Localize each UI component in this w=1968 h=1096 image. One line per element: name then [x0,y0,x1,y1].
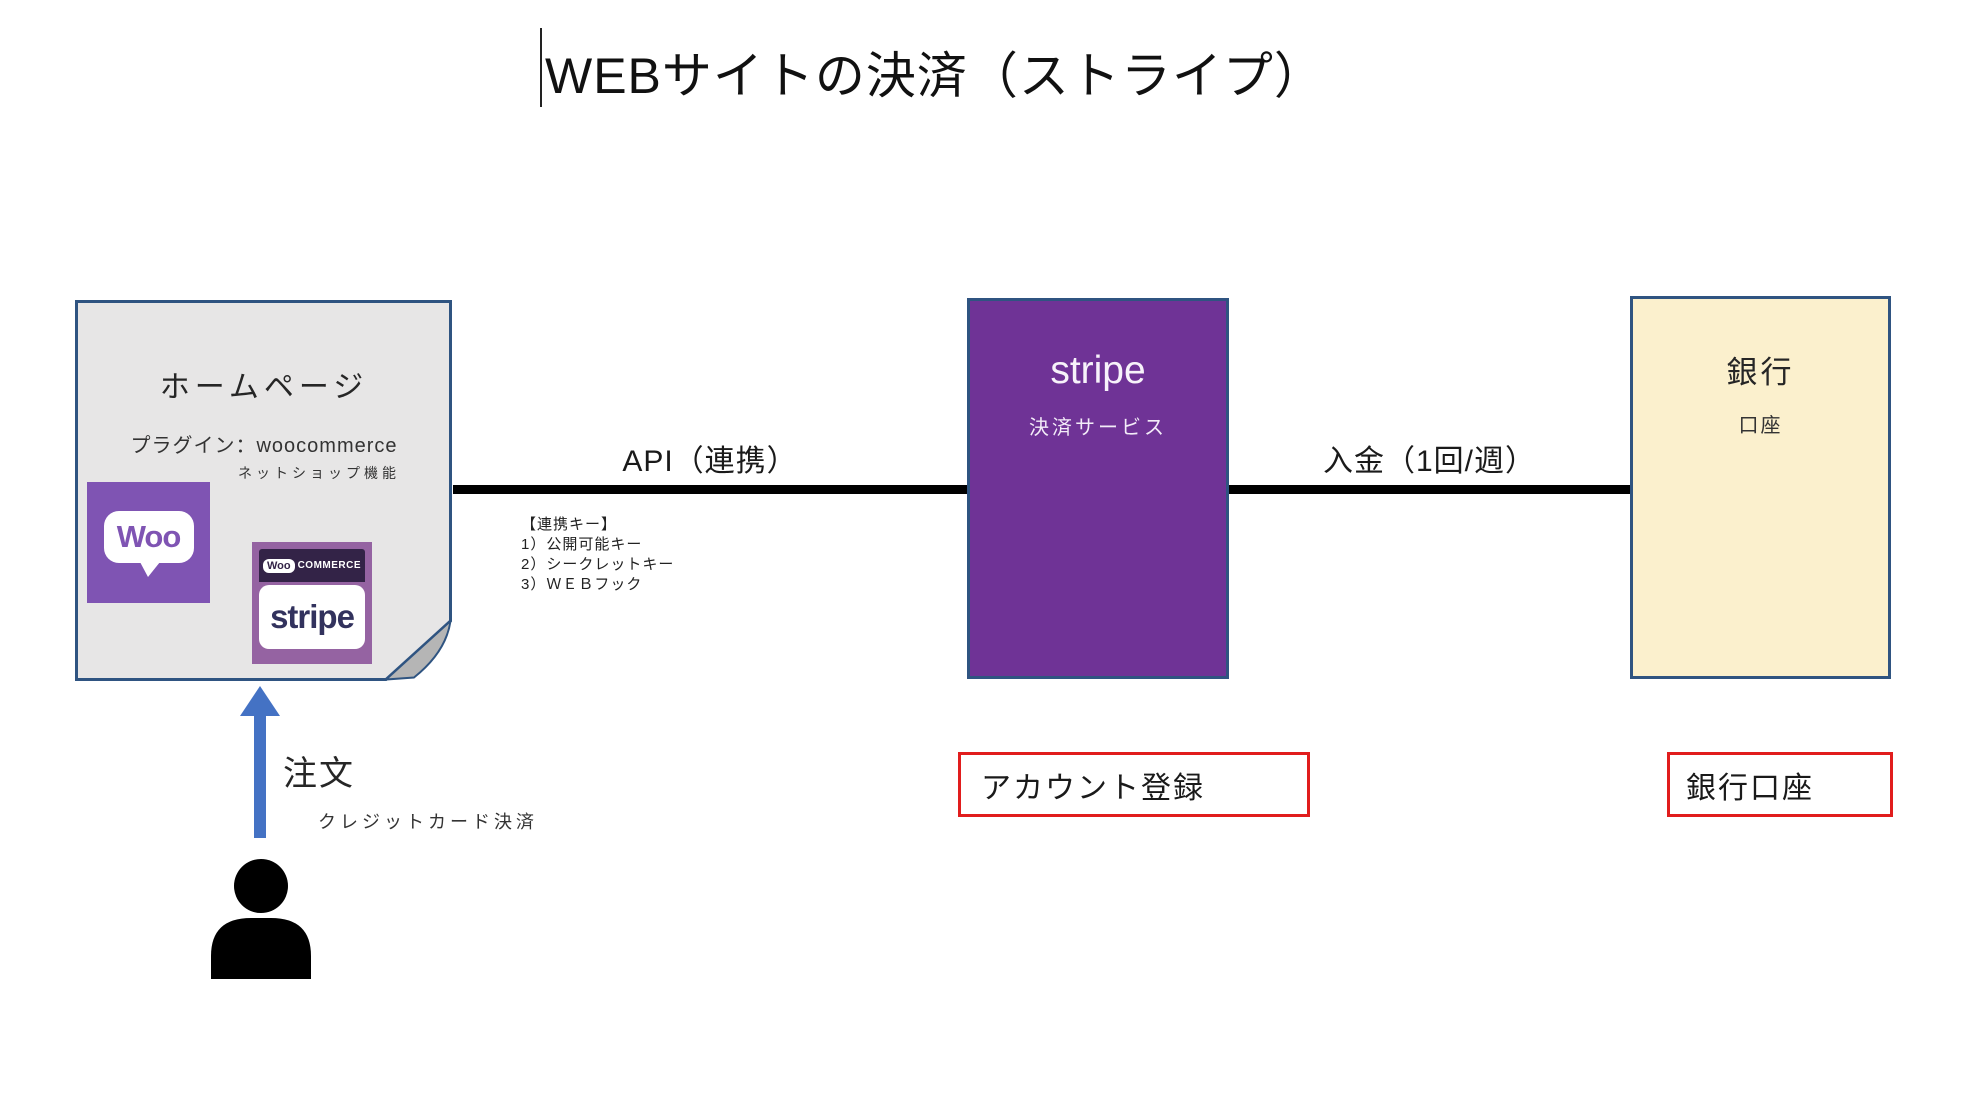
stripe-box[interactable]: stripe 決済サービス [967,298,1229,679]
stripe-box-title: stripe [1050,349,1146,392]
badge-woo-logo: Woo [262,558,295,573]
api-key-item: 2）シークレットキー [521,556,675,573]
homepage-shop-note: ネットショップ機能 [238,465,400,481]
api-keys-note[interactable]: 【連携キー】 1）公開可能キー 2）シークレットキー 3）ＷＥＢフック [521,515,674,595]
badge-stripe-text: stripe [270,598,355,635]
folded-corner-flap [383,618,452,681]
woocommerce-stripe-badge-icon: Woo COMMERCE stripe [252,542,372,664]
woo-logo-icon: Woo [87,482,210,603]
homepage-box[interactable]: ホームページ プラグイン：woocommerce ネットショップ機能 Woo W… [75,300,453,681]
person-icon[interactable] [205,858,317,985]
deposit-connector-label: 入金（1回/週） [1322,445,1537,478]
account-registration-label: アカウント登録 [981,771,1205,805]
bank-box-title: 銀行 [1726,355,1795,390]
bank-account-box[interactable]: 銀行口座 [1667,752,1893,817]
page-title[interactable]: WEBサイトの決済（ストライプ） [545,48,1325,104]
account-registration-box[interactable]: アカウント登録 [958,752,1310,817]
api-connector-label: API（連携） [622,445,798,478]
api-connector-line[interactable] [453,485,967,494]
homepage-plugin-label: プラグイン：woocommerce [130,435,398,457]
woo-bubble-tail [139,561,160,577]
order-arrow-icon[interactable] [240,686,280,845]
deposit-connector-line[interactable] [1229,485,1630,494]
credit-card-note: クレジットカード決済 [318,812,538,832]
stripe-box-subtitle: 決済サービス [1029,417,1167,439]
woo-speech-bubble: Woo [103,510,194,577]
order-label: 注文 [283,755,355,793]
api-key-item: 3）ＷＥＢフック [521,576,643,593]
text-cursor [540,28,542,107]
badge-stripe-panel: stripe [259,585,365,649]
bank-box-subtitle: 口座 [1738,415,1783,437]
bank-box[interactable]: 銀行 口座 [1630,296,1891,679]
bank-account-label: 銀行口座 [1686,771,1814,805]
api-key-item: 1）公開可能キー [521,536,643,553]
woo-logo-text: Woo [116,518,182,554]
badge-commerce-text: COMMERCE [297,560,362,571]
api-keys-title: 【連携キー】 [521,516,618,533]
badge-header: Woo COMMERCE [259,549,365,582]
homepage-title: ホームページ [159,371,369,404]
